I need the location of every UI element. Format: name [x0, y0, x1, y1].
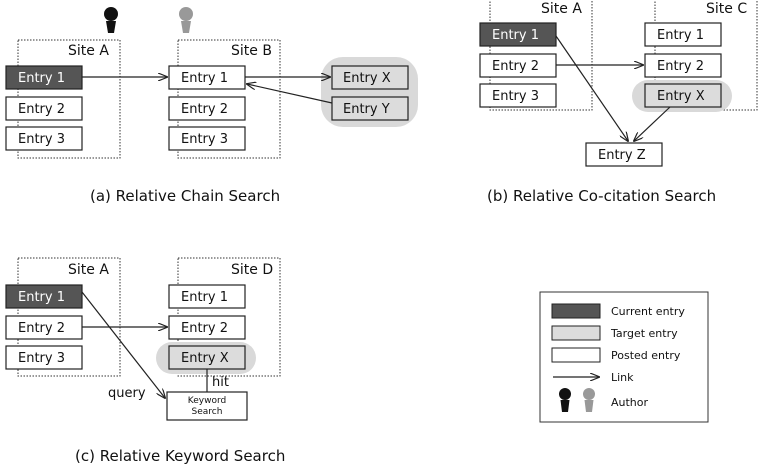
legend-box [539, 291, 709, 423]
legend-swatch-target [551, 325, 601, 341]
entry-label: Entry 3 [18, 132, 65, 147]
entry-label: Entry X [181, 351, 229, 366]
entry-label: Entry 1 [18, 71, 65, 86]
entry-label: Entry 1 [181, 71, 228, 86]
entry-label: Entry 3 [492, 89, 539, 104]
caption-b: (b) Relative Co-citation Search [487, 187, 716, 205]
entry-posted[interactable] [168, 96, 246, 121]
entry-label: Entry 2 [18, 321, 65, 336]
entry-label: Entry 1 [181, 290, 228, 305]
entry-posted[interactable] [644, 22, 722, 47]
legend-swatch-current [551, 303, 601, 319]
query-label: query [108, 386, 146, 401]
site-a-label: Site A [68, 262, 109, 278]
legend-label-author: Author [611, 396, 649, 409]
entry-posted[interactable] [5, 345, 83, 370]
author-icon-gray [179, 7, 193, 33]
legend-label-posted: Posted entry [611, 349, 681, 362]
entry-current[interactable] [479, 22, 557, 47]
query-arrow [81, 291, 165, 398]
keyword-search-line1: Keyword [188, 396, 226, 406]
entry-posted[interactable] [168, 284, 246, 309]
entry-posted[interactable] [168, 315, 246, 340]
entry-posted[interactable] [5, 96, 83, 121]
author-icon-gray [583, 388, 595, 412]
link-arrow [555, 35, 628, 141]
link-arrow [247, 84, 333, 104]
legend: Current entry Target entry Posted entry … [539, 291, 709, 423]
site-d-label: Site D [231, 262, 273, 278]
entry-posted[interactable] [644, 53, 722, 78]
entry-label: Entry 1 [492, 28, 539, 43]
legend-label-link: Link [611, 371, 634, 384]
caption-a: (a) Relative Chain Search [90, 187, 280, 205]
author-icon-dark [104, 7, 118, 33]
entry-label: Entry 2 [492, 59, 539, 74]
entry-label: Entry 2 [18, 102, 65, 117]
site-a-label: Site A [68, 43, 109, 59]
link-arrow [634, 106, 671, 141]
entry-label: Entry 2 [181, 102, 228, 117]
entry-current[interactable] [5, 284, 83, 309]
panel-b: Site A Site C Entry 1 Entry 2 Entry 3 En… [479, 0, 758, 205]
site-a-label: Site A [541, 1, 582, 17]
panel-a: Site A Site B Entry 1 Entry 2 Entry 3 En… [5, 7, 418, 205]
entry-label: Entry 1 [18, 290, 65, 305]
panel-c: Site A Site D Entry 1 Entry 2 Entry 3 En… [5, 257, 285, 465]
legend-label-current: Current entry [611, 305, 685, 318]
entry-label: Entry X [343, 71, 391, 86]
caption-c: (c) Relative Keyword Search [75, 447, 285, 465]
entry-target[interactable] [331, 96, 409, 121]
legend-label-target: Target entry [610, 327, 678, 340]
site-b-label: Site B [231, 43, 272, 59]
keyword-search-box[interactable] [166, 391, 248, 421]
keyword-search-line2: Search [192, 407, 223, 417]
entry-label: Entry 2 [657, 59, 704, 74]
entry-label: Entry X [657, 89, 705, 104]
entry-posted[interactable] [479, 83, 557, 108]
entry-label: Entry 3 [181, 132, 228, 147]
legend-swatch-posted [551, 347, 601, 363]
site-c-label: Site C [706, 1, 747, 17]
entry-target[interactable] [644, 83, 722, 108]
entry-label: Entry 3 [18, 351, 65, 366]
entry-label: Entry 1 [657, 28, 704, 43]
entry-label: Entry 2 [181, 321, 228, 336]
entry-label: Entry Y [343, 102, 390, 117]
author-icon-dark [559, 388, 571, 412]
entry-label: Entry Z [598, 148, 646, 163]
entry-posted[interactable] [5, 126, 83, 151]
entry-posted[interactable] [168, 126, 246, 151]
hit-label: hit [212, 375, 229, 390]
entry-target[interactable] [331, 65, 409, 90]
